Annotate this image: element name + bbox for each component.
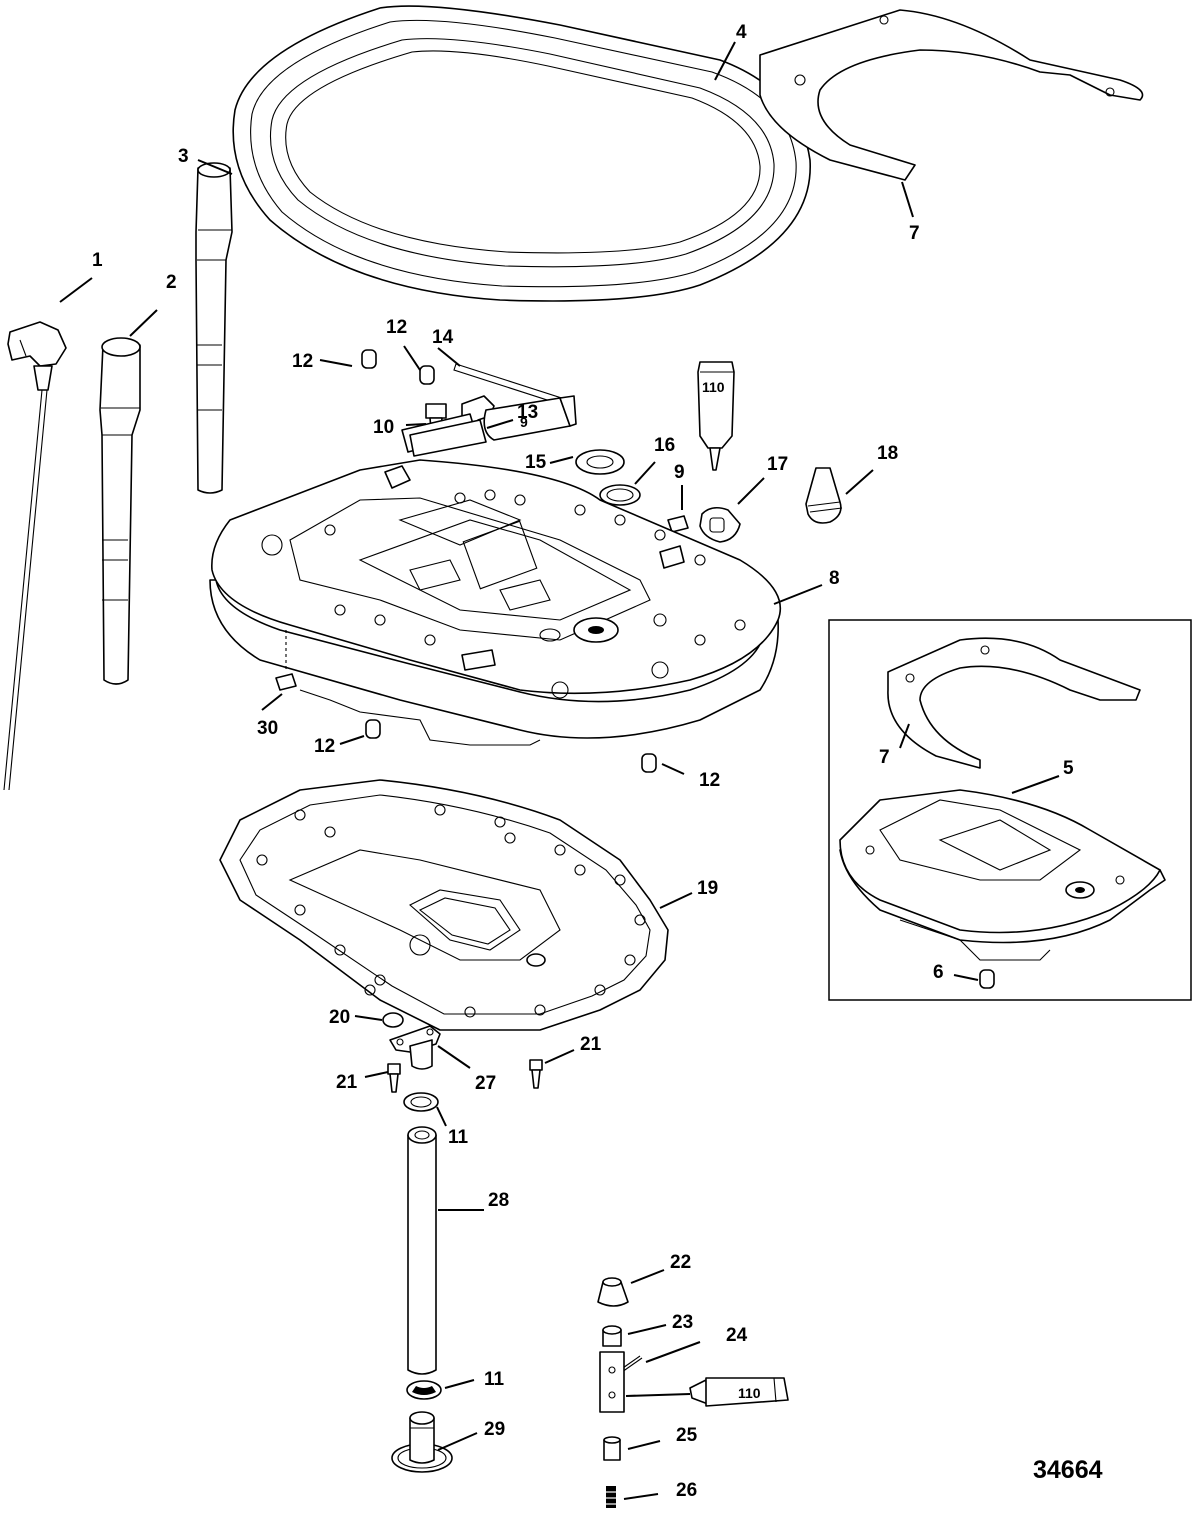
callout-12-b: 12 <box>386 317 407 338</box>
callout-6: 6 <box>933 962 944 983</box>
seals-and-grommets <box>575 449 843 543</box>
callout-7-top: 7 <box>909 223 920 244</box>
callout-10: 10 <box>373 417 394 438</box>
tube-label-9: 9 <box>520 414 528 430</box>
part-23-body <box>599 1351 625 1413</box>
part-3-dipstick-tube <box>195 162 233 494</box>
callout-22: 22 <box>670 1252 691 1273</box>
part-21-screw-right <box>529 1059 543 1089</box>
part-11-grommet-lower <box>406 1380 442 1400</box>
part-15-seal <box>575 449 625 475</box>
part-7-gasket-inset <box>887 637 1141 769</box>
part-11-grommet-upper <box>403 1092 439 1112</box>
part-18-grommet <box>805 467 843 524</box>
callout-25: 25 <box>676 1425 698 1446</box>
part-9-sealant-tube: 9 <box>401 395 577 457</box>
part-21-screw-left <box>387 1063 401 1093</box>
callout-labels: 1 2 3 4 7 12 12 14 10 13 15 16 9 17 18 8… <box>92 22 1074 1501</box>
part-110-sealant-tube-lower: 110 <box>689 1377 789 1407</box>
callout-13: 13 <box>517 402 538 423</box>
callout-26: 26 <box>676 1480 697 1501</box>
part-22-cap <box>597 1277 629 1307</box>
callout-1: 1 <box>92 250 103 271</box>
callout-28: 28 <box>488 1190 509 1211</box>
callout-18: 18 <box>877 443 898 464</box>
callout-5: 5 <box>1063 758 1074 779</box>
part-8-adaptor-plate <box>209 459 782 746</box>
callout-16: 16 <box>654 435 675 456</box>
part-2-dipstick-tube <box>99 337 141 685</box>
callout-19: 19 <box>697 878 718 899</box>
tube-label-110-upper: 110 <box>702 379 725 395</box>
part-9-plug <box>667 515 689 533</box>
inset-alternate-assembly <box>828 619 1192 1001</box>
callout-27: 27 <box>475 1073 496 1094</box>
part-16-oring <box>599 484 641 506</box>
small-hardware-upper: 9 110 <box>361 349 735 471</box>
part-27-housing <box>389 1025 441 1070</box>
callout-20: 20 <box>329 1007 350 1028</box>
callout-23: 23 <box>672 1312 693 1333</box>
callout-21-left: 21 <box>336 1072 358 1093</box>
callout-11-upper: 11 <box>448 1127 469 1148</box>
callout-2: 2 <box>166 272 177 293</box>
part-29-seal-fitting <box>391 1411 453 1473</box>
callout-8: 8 <box>829 568 840 589</box>
callout-21-right: 21 <box>580 1034 602 1055</box>
callout-12-d: 12 <box>699 770 720 791</box>
callout-9: 9 <box>674 462 685 483</box>
callout-14: 14 <box>432 327 454 348</box>
part-17-grommet <box>699 506 741 543</box>
part-25-pin <box>603 1436 621 1461</box>
diagram-id: 34664 <box>1033 1456 1103 1484</box>
part-5-adaptor-plate-inset <box>839 789 1166 961</box>
callout-15: 15 <box>525 452 547 473</box>
leader-lines <box>59 41 1060 1500</box>
part-1-dipstick <box>3 321 67 791</box>
callout-12-c: 12 <box>314 736 335 757</box>
callout-29: 29 <box>484 1419 505 1440</box>
callout-12-a: 12 <box>292 351 313 372</box>
part-28-water-tube <box>407 1126 437 1375</box>
callout-7-inset: 7 <box>879 747 890 768</box>
callout-24: 24 <box>726 1325 748 1346</box>
callout-4: 4 <box>736 22 747 43</box>
lower-water-tube-assembly <box>382 1012 543 1473</box>
callout-30: 30 <box>257 718 278 739</box>
part-23-bushing <box>602 1325 622 1347</box>
part-19-base-gasket <box>219 779 669 1031</box>
callout-17: 17 <box>767 454 788 475</box>
callout-3: 3 <box>178 146 189 167</box>
part-7-gasket-top <box>759 9 1144 181</box>
tube-label-110-lower: 110 <box>738 1385 761 1401</box>
part-26-set-screw <box>604 1486 618 1508</box>
lower-right-hardware: 110 <box>597 1277 789 1508</box>
callout-11-lower: 11 <box>484 1369 505 1390</box>
part-110-sealant-tube: 110 <box>697 361 735 471</box>
part-6-pin <box>979 969 995 989</box>
part-4-seal-ring <box>232 5 811 302</box>
part-20-oring <box>382 1012 404 1028</box>
plate-hardware <box>275 673 657 773</box>
